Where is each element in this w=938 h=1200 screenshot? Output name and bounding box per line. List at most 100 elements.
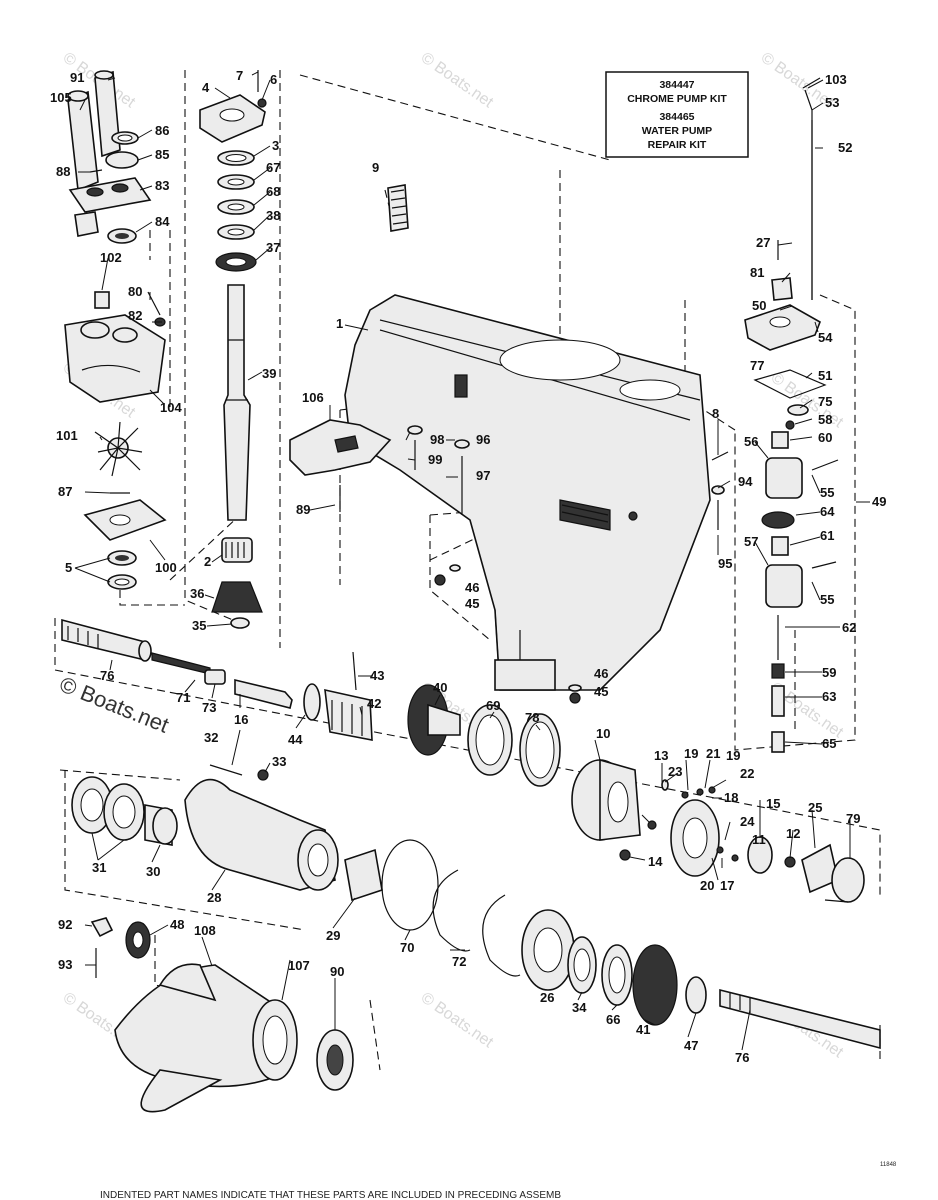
callout-46: 46 [594,666,608,681]
callout-76: 76 [100,668,114,683]
callout-100: 100 [155,560,177,575]
callout-22: 22 [740,766,754,781]
callout-81: 81 [750,265,764,280]
callout-30: 30 [146,864,160,879]
shift-linkage-parts [744,77,839,753]
callout-24: 24 [740,814,755,829]
callout-57: 57 [744,534,758,549]
callout-53: 53 [825,95,839,110]
callout-102: 102 [100,250,122,265]
callout-52: 52 [838,140,852,155]
callout-50: 50 [752,298,766,313]
callout-65: 65 [822,736,836,751]
callout-23: 23 [668,764,682,779]
kit-name-repair-kit: REPAIR KIT [648,139,707,151]
callout-41: 41 [636,1022,650,1037]
callout-104: 104 [160,400,182,415]
drive-shaft-parts [199,70,267,629]
callout-99: 99 [428,452,442,467]
callout-63: 63 [822,689,836,704]
callout-93: 93 [58,957,72,972]
callout-48: 48 [170,917,184,932]
callout-8: 8 [712,406,719,421]
callout-76: 76 [735,1050,749,1065]
callout-11: 11 [752,832,766,847]
kit-info-box: 384447 CHROME PUMP KIT 384465 WATER PUMP… [605,71,749,158]
callout-91: 91 [70,70,84,85]
callout-108: 108 [194,923,216,938]
kit-name-water-pump: WATER PUMP [642,125,712,137]
callout-21: 21 [706,746,720,761]
callout-64: 64 [820,504,835,519]
callout-54: 54 [818,330,833,345]
callout-66: 66 [606,1012,620,1027]
callout-95: 95 [718,556,732,571]
kit-name-chrome-pump: CHROME PUMP KIT [627,93,727,105]
callout-78: 78 [525,710,539,725]
callout-45: 45 [594,684,608,699]
callout-43: 43 [370,668,384,683]
callout-86: 86 [155,123,169,138]
callout-9: 9 [372,160,379,175]
callout-94: 94 [738,474,753,489]
callout-101: 101 [56,428,78,443]
callout-20: 20 [700,878,714,893]
gearcase-housing [344,294,711,691]
callout-28: 28 [207,890,221,905]
callout-19: 19 [726,748,740,763]
watermark: © Boats.net [418,989,497,1051]
callout-29: 29 [326,928,340,943]
callout-98: 98 [430,432,444,447]
callout-49: 49 [872,494,886,509]
callout-88: 88 [56,164,70,179]
callout-27: 27 [756,235,770,250]
water-screen [387,184,409,232]
callout-84: 84 [155,214,170,229]
callout-107: 107 [288,958,310,973]
callout-37: 37 [266,240,280,255]
callout-97: 97 [476,468,490,483]
callout-labels: 91 105 86 85 88 83 84 102 80 82 104 101 … [50,68,886,1065]
callout-40: 40 [433,680,447,695]
callout-89: 89 [296,502,310,517]
callout-55: 55 [820,592,834,607]
footer-note: INDENTED PART NAMES INDICATE THAT THESE … [100,1190,561,1200]
callout-1: 1 [336,316,343,331]
callout-16: 16 [234,712,248,727]
callout-56: 56 [744,434,758,449]
callout-68: 68 [266,184,280,199]
callout-3: 3 [272,138,279,153]
callout-75: 75 [818,394,832,409]
callout-67: 67 [266,160,280,175]
callout-34: 34 [572,1000,587,1015]
callout-79: 79 [846,811,860,826]
callout-77: 77 [750,358,764,373]
callout-7: 7 [236,68,243,83]
callout-10: 10 [596,726,610,741]
callout-19: 19 [684,746,698,761]
callout-35: 35 [192,618,206,633]
callout-103: 103 [825,72,847,87]
callout-80: 80 [128,284,142,299]
trim-tab-hardware [289,419,729,704]
callout-61: 61 [820,528,834,543]
callout-14: 14 [648,854,663,869]
callout-44: 44 [288,732,303,747]
figure-reference: 11848 [880,1162,897,1168]
callout-17: 17 [720,878,734,893]
callout-36: 36 [190,586,204,601]
callout-92: 92 [58,917,72,932]
callout-85: 85 [155,147,169,162]
callout-4: 4 [202,80,210,95]
propeller-parts [90,917,354,1113]
callout-18: 18 [724,790,738,805]
callout-58: 58 [818,412,832,427]
callout-87: 87 [58,484,72,499]
callout-83: 83 [155,178,169,193]
callout-69: 69 [486,698,500,713]
callout-60: 60 [818,430,832,445]
callout-33: 33 [272,754,286,769]
callout-70: 70 [400,940,414,955]
callout-26: 26 [540,990,554,1005]
